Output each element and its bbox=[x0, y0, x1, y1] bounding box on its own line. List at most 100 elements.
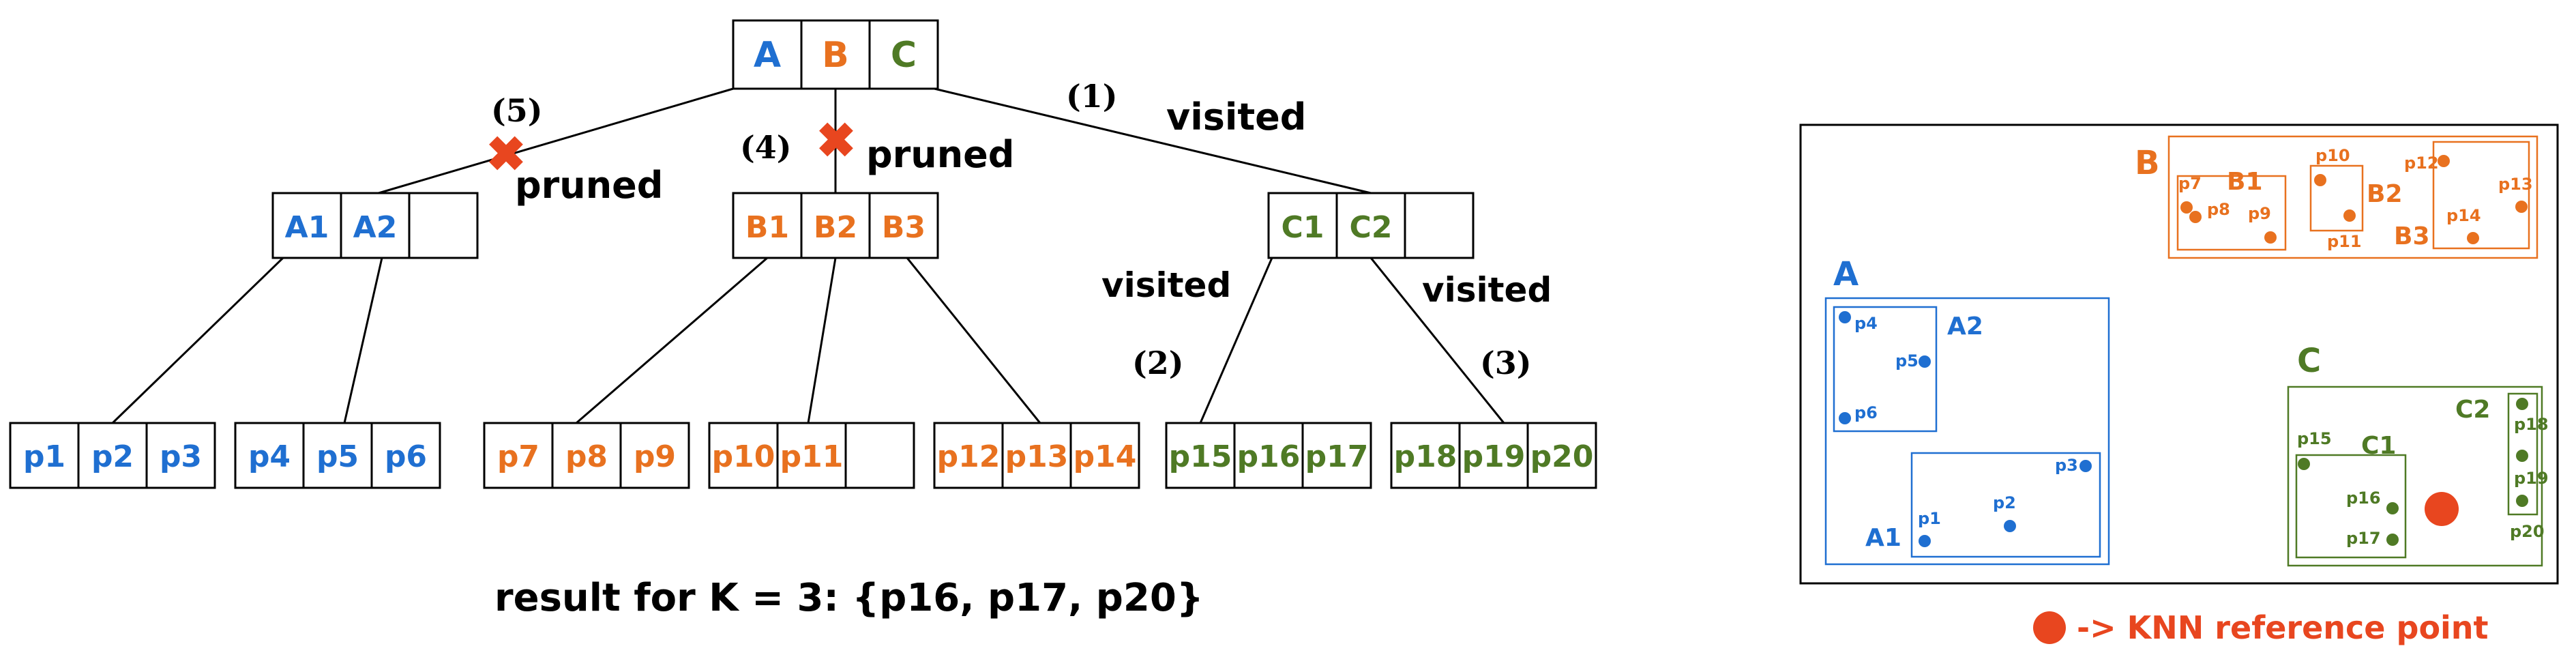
node-b bbox=[732, 192, 939, 259]
point-label-p10: p10 bbox=[2315, 146, 2350, 165]
root-label-b: B bbox=[822, 35, 849, 76]
leaf-p18: p18 bbox=[1394, 439, 1457, 474]
edge-b1-leaf bbox=[576, 257, 768, 424]
step-3-label: (3) bbox=[1480, 345, 1532, 381]
pruned-label-b: pruned bbox=[866, 133, 1014, 176]
region-label-b: B bbox=[2135, 144, 2160, 182]
point-p4 bbox=[1839, 311, 1851, 323]
node-label-c1: C1 bbox=[1282, 210, 1324, 245]
node-label-a2: A2 bbox=[353, 210, 398, 245]
point-label-p16: p16 bbox=[2346, 489, 2381, 508]
leaf-p5: p5 bbox=[316, 439, 359, 474]
leaf-node-b3 bbox=[933, 422, 1140, 489]
point-p3 bbox=[2079, 460, 2092, 472]
leaf-p16: p16 bbox=[1237, 439, 1301, 474]
node-a bbox=[271, 192, 479, 259]
point-p13 bbox=[2515, 201, 2528, 213]
region-a2 bbox=[1833, 306, 1938, 433]
leaf-node-b1 bbox=[483, 422, 690, 489]
leaf-p20: p20 bbox=[1530, 439, 1594, 474]
points-c bbox=[2298, 398, 2528, 546]
leaf-p4: p4 bbox=[248, 439, 291, 474]
edge-root-a bbox=[378, 87, 734, 194]
point-p6 bbox=[1839, 412, 1851, 424]
root-label-c: C bbox=[891, 35, 917, 76]
region-b bbox=[2167, 135, 2538, 259]
leaf-p14: p14 bbox=[1074, 439, 1137, 474]
point-label-p15: p15 bbox=[2297, 429, 2332, 448]
point-p20 bbox=[2516, 495, 2528, 507]
leaf-p11: p11 bbox=[780, 439, 844, 474]
node-c bbox=[1267, 192, 1475, 259]
points-a bbox=[1839, 311, 2092, 547]
leaf-node-b2 bbox=[708, 422, 915, 489]
point-label-p5: p5 bbox=[1895, 351, 1919, 370]
visited-label-c2: visited bbox=[1422, 270, 1552, 310]
point-label-p11: p11 bbox=[2327, 232, 2362, 251]
point-label-p1: p1 bbox=[1918, 509, 1941, 528]
point-p5 bbox=[1919, 355, 1931, 368]
point-label-p14: p14 bbox=[2446, 206, 2481, 225]
leaf-p1: p1 bbox=[23, 439, 65, 474]
visited-label-c1: visited bbox=[1101, 265, 1231, 305]
point-p9 bbox=[2264, 231, 2277, 244]
point-label-p12: p12 bbox=[2404, 154, 2439, 173]
region-label-c2: C2 bbox=[2455, 396, 2490, 424]
prune-mark-a: ✖ bbox=[486, 126, 527, 182]
leaf-p7: p7 bbox=[497, 439, 539, 474]
point-label-p9: p9 bbox=[2248, 204, 2271, 223]
region-b3 bbox=[2432, 141, 2530, 250]
point-p10 bbox=[2314, 174, 2326, 186]
visited-label-c: visited bbox=[1166, 96, 1306, 139]
region-c2 bbox=[2507, 392, 2538, 516]
leaf-p9: p9 bbox=[634, 439, 676, 474]
leaf-p6: p6 bbox=[385, 439, 427, 474]
point-p2 bbox=[2004, 520, 2016, 532]
leaf-node-c2 bbox=[1390, 422, 1597, 489]
point-p18 bbox=[2516, 398, 2528, 410]
point-p1 bbox=[1919, 535, 1931, 547]
leaf-p15: p15 bbox=[1169, 439, 1232, 474]
leaf-p10: p10 bbox=[712, 439, 775, 474]
point-p19 bbox=[2516, 450, 2528, 462]
leaf-node-a1 bbox=[9, 422, 216, 489]
knn-reference-point bbox=[2425, 492, 2459, 526]
region-label-a1: A1 bbox=[1865, 524, 1901, 552]
point-p17 bbox=[2386, 534, 2399, 546]
point-p14 bbox=[2467, 232, 2479, 244]
region-c bbox=[2287, 385, 2543, 567]
region-b-rects bbox=[2167, 135, 2538, 259]
point-p12 bbox=[2438, 155, 2450, 167]
point-p15 bbox=[2298, 458, 2310, 470]
point-label-p4: p4 bbox=[1854, 314, 1878, 333]
leaf-p8: p8 bbox=[565, 439, 608, 474]
point-label-p17: p17 bbox=[2346, 529, 2381, 548]
region-label-a2: A2 bbox=[1947, 312, 1983, 340]
point-label-p19: p19 bbox=[2514, 469, 2549, 488]
region-b1 bbox=[2176, 175, 2287, 251]
region-c-rects bbox=[2287, 385, 2543, 567]
node-label-b3: B3 bbox=[882, 210, 926, 245]
point-p8 bbox=[2189, 211, 2202, 223]
point-p11 bbox=[2343, 209, 2356, 222]
legend-knn-label: -> KNN reference point bbox=[2077, 609, 2489, 646]
points-b bbox=[2180, 155, 2528, 244]
region-a bbox=[1824, 297, 2110, 566]
point-label-p7: p7 bbox=[2178, 174, 2202, 193]
edge-root-c bbox=[934, 87, 1372, 194]
region-c1 bbox=[2295, 454, 2407, 559]
node-label-c2: C2 bbox=[1350, 210, 1393, 245]
node-label-b1: B1 bbox=[745, 210, 789, 245]
node-label-a1: A1 bbox=[285, 210, 329, 245]
legend-knn-marker bbox=[2033, 611, 2066, 644]
point-label-p13: p13 bbox=[2498, 175, 2533, 194]
region-a-rects bbox=[1824, 297, 2110, 566]
region-label-b2: B2 bbox=[2367, 180, 2403, 208]
node-label-b2: B2 bbox=[814, 210, 857, 245]
edge-a2-leaf bbox=[343, 257, 383, 424]
edge-a1-leaf bbox=[111, 257, 284, 424]
region-label-b3: B3 bbox=[2394, 222, 2430, 250]
leaf-p12: p12 bbox=[937, 439, 1001, 474]
point-label-p2: p2 bbox=[1993, 493, 2016, 512]
